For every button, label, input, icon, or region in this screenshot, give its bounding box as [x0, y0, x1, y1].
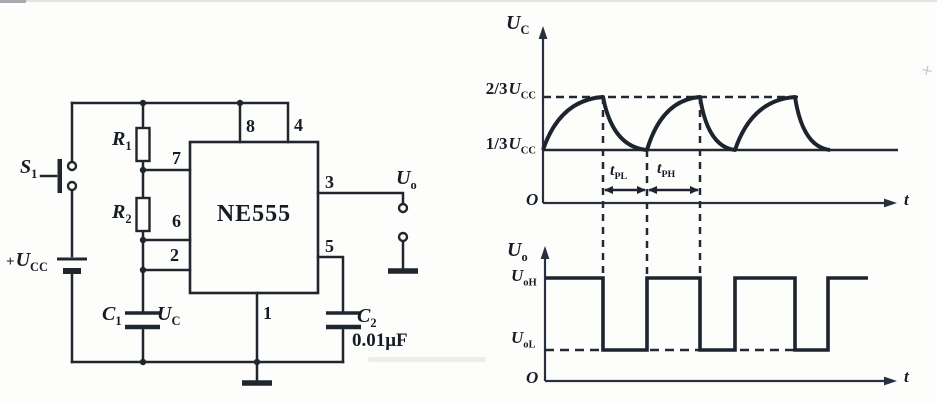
interval-arrowhead [637, 186, 646, 194]
pin-4-label: 4 [294, 115, 303, 135]
circuit-wires [39, 101, 405, 383]
uc-time-label: t [904, 190, 909, 209]
interval-arrowhead [648, 186, 657, 194]
interval-arrowhead [604, 186, 613, 194]
uc-axis-label: UC [506, 12, 530, 37]
r1-label: R1 [112, 128, 132, 153]
pin-7-label: 7 [172, 148, 181, 168]
switch-terminal-top [66, 160, 78, 172]
ne555-ic-body [188, 140, 320, 295]
c2-label: C2 [357, 305, 377, 330]
tpl-label: tPL [610, 162, 628, 183]
uc-waveform-curve [541, 95, 831, 152]
pin3-wire [316, 191, 405, 206]
scan-corner-mark [0, 0, 26, 3]
pin-3-label: 3 [325, 172, 334, 192]
uo-origin-label: O [526, 368, 539, 387]
switch-actuator-bar [57, 159, 62, 193]
scan-top-edge [0, 0, 937, 2]
c2-value: 0.01μF [352, 330, 408, 351]
uo-square-wave [545, 276, 868, 352]
pin-5-label: 5 [325, 236, 334, 256]
upper-threshold-label: 2/3UCC [485, 79, 536, 102]
uo-plot-axes [543, 254, 888, 383]
uo-yaxis-arrow [540, 246, 550, 259]
pin-2-label: 2 [170, 245, 179, 265]
interval-arrows [604, 186, 699, 194]
tph-label: tPH [657, 160, 676, 181]
resistor-r1 [135, 126, 151, 163]
pin-8-label: 8 [246, 116, 255, 136]
interval-arrowhead [690, 186, 699, 194]
uo-xaxis-arrow [884, 376, 897, 386]
scan-smudge [368, 357, 486, 362]
pin5-wire [316, 255, 345, 314]
pin-1-label: 1 [263, 303, 272, 323]
uc-plot-axes [541, 34, 888, 205]
top-rail-wire [70, 101, 290, 144]
resistor-r2 [135, 196, 151, 233]
c1-label: C1 [102, 303, 122, 328]
uo-node-label: Uo [396, 167, 417, 192]
uc-node-label: UC [157, 303, 181, 328]
uc-xaxis-arrow [884, 198, 897, 208]
output-terminal-bottom [397, 231, 409, 243]
switch-terminal-bottom [66, 180, 78, 192]
junction-dots [139, 99, 261, 366]
ic-name: NE555 [216, 201, 292, 227]
uoh-label: UoH [511, 266, 537, 289]
uo-axis-label: Uo [507, 239, 528, 264]
timing-dashed-lines [601, 97, 702, 278]
switch-label: S1 [20, 156, 38, 181]
pin-6-label: 6 [172, 211, 181, 231]
output-terminal-top [397, 202, 409, 214]
supply-label: +UCC [6, 249, 48, 274]
lower-threshold-label: 1/3UCC [485, 134, 536, 157]
uc-yaxis-arrow [538, 26, 548, 39]
uo-time-label: t [904, 367, 909, 386]
uc-origin-label: O [526, 190, 539, 209]
uol-label: UoL [511, 328, 536, 351]
r2-label: R2 [112, 201, 132, 226]
